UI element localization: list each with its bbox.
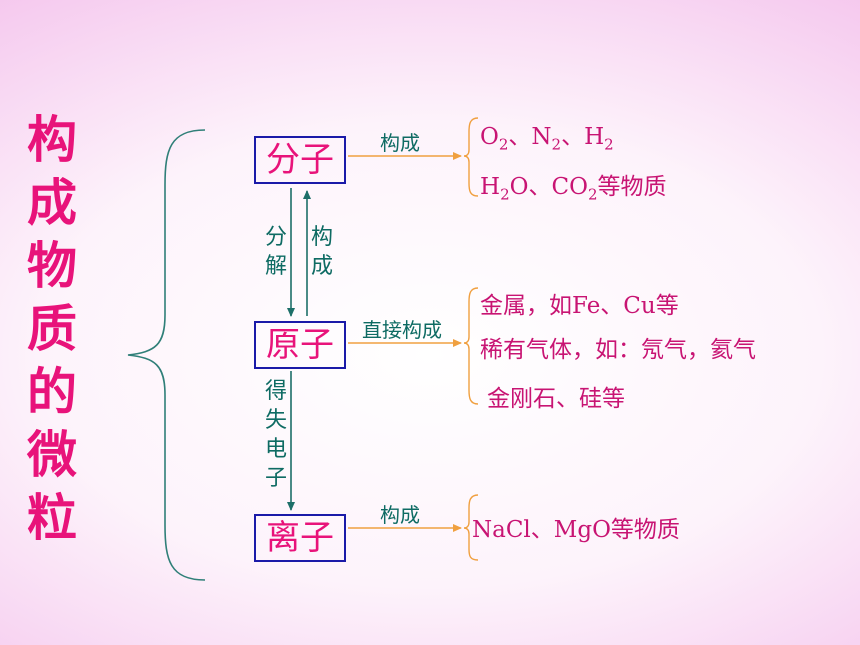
formula-h2o-o: O [509,174,529,200]
node-ion: 离子 [254,514,346,562]
title-char-3: 物 [27,236,77,295]
node-molecule: 分子 [254,136,346,184]
atom-item-1: 金属，如Fe、Cu等 [480,293,679,319]
label-compose: 构成 [310,225,333,279]
title-char-2: 成 [27,173,77,232]
brace-atom [463,287,479,405]
molecule-item-2: H2O、CO2等物质 [480,167,666,204]
molecule-suffix: 等物质 [597,174,667,200]
atom-item-2: 稀有气体，如：氖气，氦气 [480,337,756,363]
subscript: 2 [500,185,510,204]
title-char-5: 的 [27,362,77,421]
separator: 、 [528,174,552,200]
formula-h2o-h: H [480,174,501,200]
formula-n2: N [531,124,552,150]
separator: 、 [561,124,585,150]
subscript: 2 [587,185,598,204]
subscript: 2 [498,135,509,154]
formula-o2: O [480,124,499,150]
title-char-1: 构 [27,110,77,169]
title-char-6: 微 [27,425,77,484]
subscript: 2 [604,135,614,154]
brace-molecule [463,117,479,197]
molecule-item-1: O2、N2、H2 [480,117,614,154]
formula-co2: CO [551,174,588,200]
ion-item-1: NaCl、MgO等物质 [472,517,680,543]
title-char-4: 质 [27,299,77,358]
label-gain-lose-electrons: 得失电子 [264,379,287,491]
node-atom: 原子 [254,321,346,369]
label-decompose: 分解 [264,225,287,279]
big-brace [127,129,206,581]
formula-h2: H [584,124,605,150]
edge-label-atom: 直接构成 [362,318,442,342]
atom-item-3: 金刚石、硅等 [487,386,625,412]
title-char-7: 粒 [27,488,77,547]
edge-label-molecule: 构成 [380,131,420,155]
edge-label-ion: 构成 [380,503,420,527]
separator: 、 [508,124,532,150]
subscript: 2 [551,135,562,154]
brace-ion [463,494,479,561]
